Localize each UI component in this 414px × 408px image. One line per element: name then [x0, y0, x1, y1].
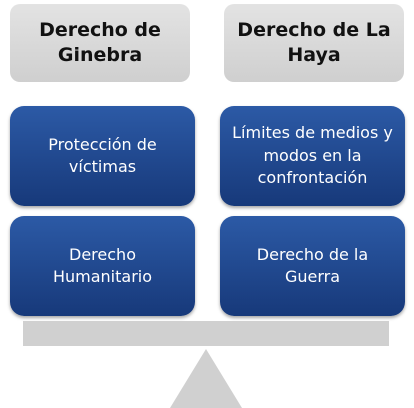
card-limites-medios-modos: Límites de medios y modos en la confront…: [220, 106, 405, 206]
card-derecho-de-la-guerra: Derecho de la Guerra: [220, 216, 405, 316]
card-derecho-humanitario: Derecho Humanitario: [10, 216, 195, 316]
header-derecho-de-ginebra: Derecho de Ginebra: [10, 4, 190, 82]
header-label-left: Derecho de Ginebra: [39, 19, 161, 66]
card-label-right-top: Límites de medios y modos en la confront…: [232, 123, 393, 188]
card-label-left-bottom: Derecho Humanitario: [52, 244, 153, 286]
header-label-right: Derecho de La Haya: [237, 19, 391, 66]
card-proteccion-victimas: Protección de víctimas: [10, 106, 195, 206]
card-label-left-top: Protección de víctimas: [48, 134, 157, 176]
balance-beam: [23, 321, 389, 346]
card-label-right-bottom: Derecho de la Guerra: [256, 244, 369, 286]
header-derecho-de-la-haya: Derecho de La Haya: [224, 4, 404, 82]
fulcrum-triangle: [170, 349, 242, 408]
